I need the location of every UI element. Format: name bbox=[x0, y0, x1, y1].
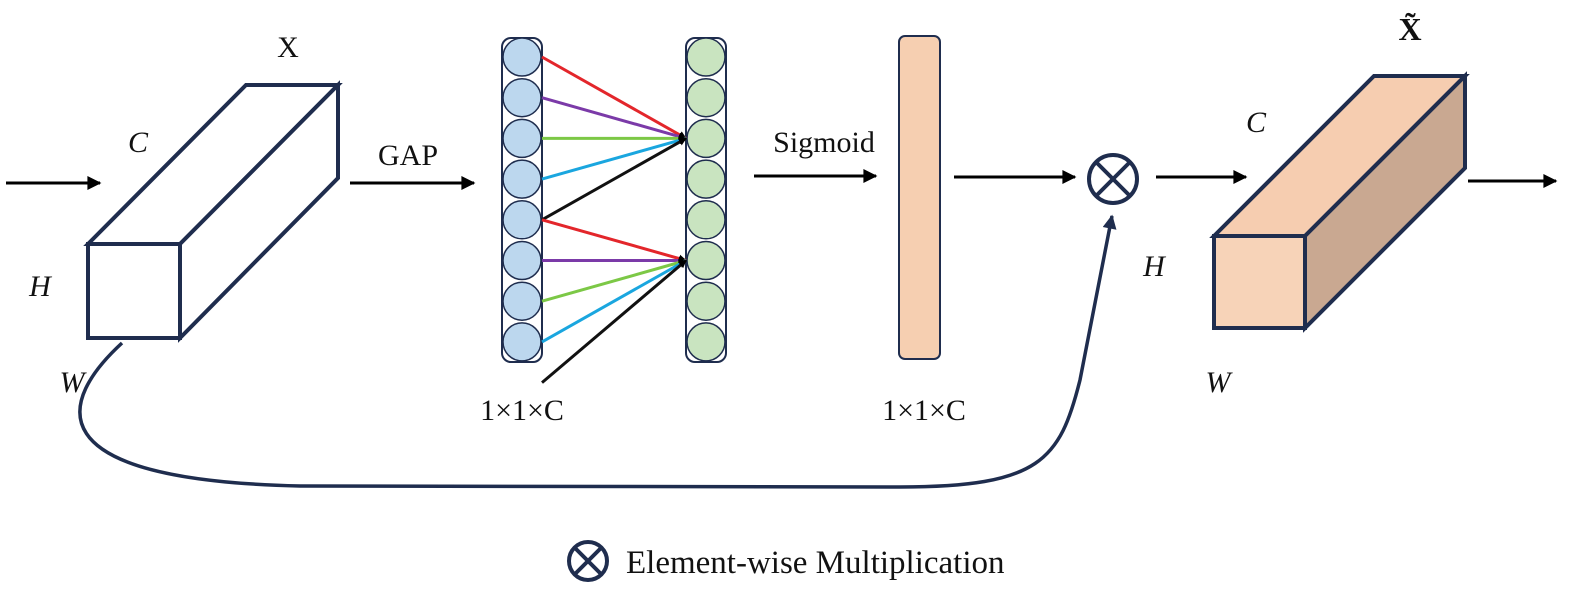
legend-multiply-icon bbox=[567, 540, 609, 582]
output-height-label: H bbox=[1142, 250, 1167, 283]
output-tensor-front bbox=[1212, 234, 1307, 330]
output-node bbox=[686, 118, 726, 159]
input-node bbox=[502, 200, 542, 240]
legend: Element-wise Multiplication bbox=[567, 540, 1005, 582]
legend-text: Element-wise Multiplication bbox=[626, 545, 1005, 581]
multiply-node bbox=[1087, 153, 1139, 205]
fc-connection bbox=[541, 258, 687, 303]
input-node bbox=[502, 118, 542, 159]
input-node bbox=[502, 159, 542, 199]
output-channel-label: C bbox=[1246, 106, 1267, 139]
fc-connection bbox=[541, 137, 687, 222]
output-nodes bbox=[686, 37, 726, 362]
input-nodes bbox=[502, 37, 542, 362]
input-tensor-front bbox=[86, 242, 182, 340]
fc-dims-label: 1×1×C bbox=[480, 394, 564, 427]
output-node bbox=[686, 240, 726, 281]
input-tensor-label: X bbox=[277, 31, 299, 64]
input-height-label: H bbox=[28, 270, 53, 303]
output-width-label: W bbox=[1206, 366, 1234, 399]
weight-vector bbox=[898, 35, 941, 360]
fc-connection bbox=[541, 259, 687, 344]
input-node bbox=[502, 77, 542, 118]
fc-connection bbox=[541, 96, 687, 141]
skip-connection bbox=[78, 214, 1117, 489]
input-node bbox=[502, 322, 542, 362]
output-tensor bbox=[1209, 71, 1470, 333]
fc-connection bbox=[541, 55, 687, 140]
fc-layers bbox=[501, 37, 727, 384]
gap-label: GAP bbox=[378, 139, 438, 172]
output-tensor-label: X̃ bbox=[1398, 11, 1421, 47]
output-node bbox=[686, 159, 726, 199]
fc-connection bbox=[541, 259, 687, 384]
output-node bbox=[686, 322, 726, 362]
input-node bbox=[502, 240, 542, 281]
input-channel-label: C bbox=[128, 126, 149, 159]
input-node bbox=[502, 281, 542, 321]
output-node bbox=[686, 200, 726, 240]
fc-connection bbox=[541, 136, 687, 181]
output-node bbox=[686, 281, 726, 321]
sigmoid-label: Sigmoid bbox=[773, 126, 875, 159]
input-node bbox=[502, 37, 542, 77]
input-tensor bbox=[83, 80, 343, 343]
weight-dims-label: 1×1×C bbox=[882, 394, 966, 427]
fc-connections bbox=[541, 55, 687, 384]
output-node bbox=[686, 37, 726, 77]
output-node bbox=[686, 77, 726, 118]
fc-connection bbox=[541, 218, 687, 263]
